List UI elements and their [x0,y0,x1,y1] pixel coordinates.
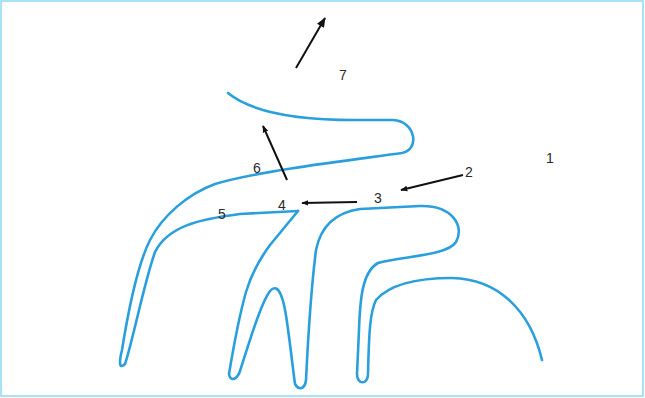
flow-arrow [401,175,463,190]
callout-number: 7 [339,67,347,83]
callout-number: 5 [218,206,226,222]
callout-number: 2 [465,164,473,180]
middle-outline [229,206,542,388]
flow-arrow [302,202,357,203]
flow-arrow [296,18,325,68]
callout-number: 6 [253,160,261,176]
flow-arrow [263,126,287,180]
callout-number: 3 [374,190,382,206]
callout-number: 4 [278,197,286,213]
callout-number: 1 [546,150,554,166]
flow-arrows [263,18,463,203]
